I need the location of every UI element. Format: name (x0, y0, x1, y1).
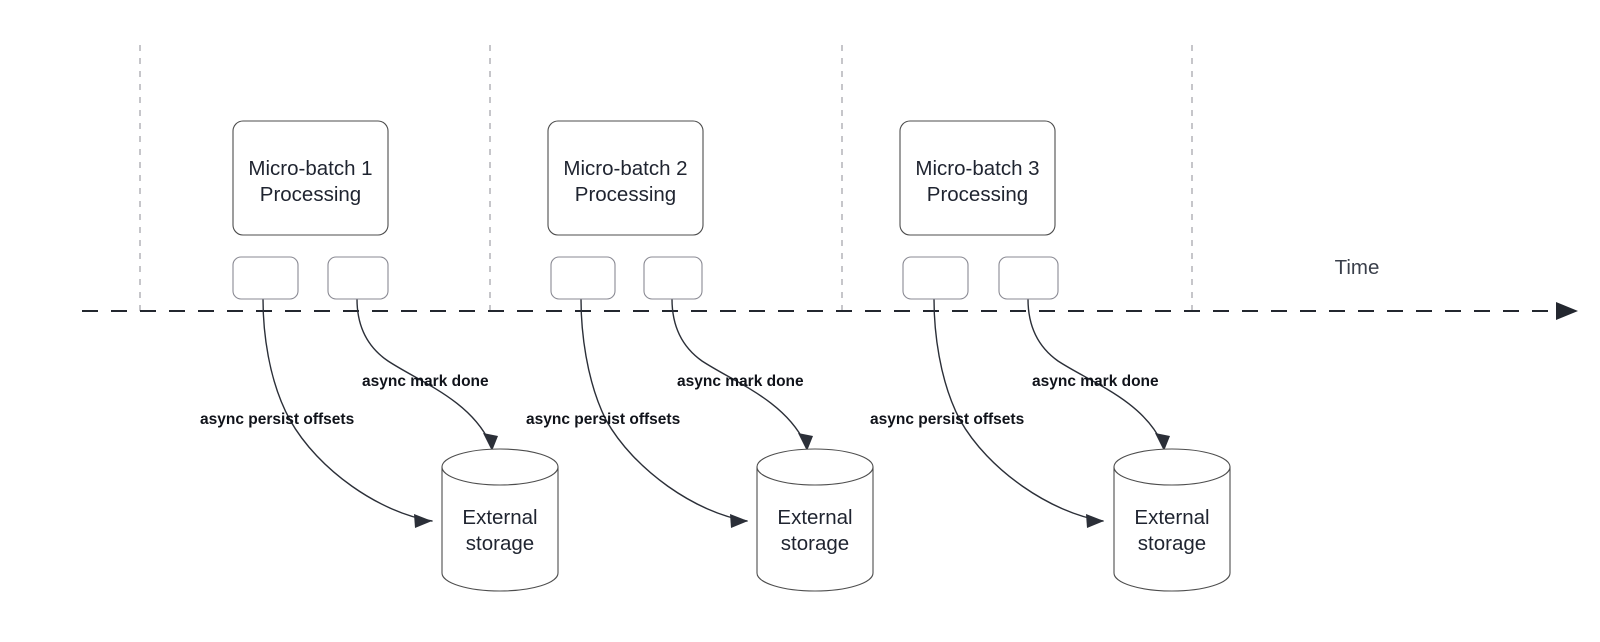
group-3-async-mark-done-label: async mark done (1032, 373, 1159, 390)
group-2-async-mark-done-curve (671, 298, 806, 444)
group-1-batch-label-line2: Processing (260, 183, 361, 206)
group-2-async-persist-offsets-curve (580, 298, 748, 522)
group-3-async-persist-offsets-curve (933, 298, 1104, 522)
group-1-batch-box[interactable] (232, 120, 389, 236)
group-2-storage-label-line1: External (777, 506, 852, 529)
time-axis (82, 302, 1578, 320)
group-3-batch-label-line1: Micro-batch 3 (915, 157, 1039, 180)
process-nodes (232, 120, 1231, 592)
group-1-mark-done-task-box[interactable] (327, 256, 389, 300)
group-1-storage-label-line2: storage (466, 532, 534, 555)
group-2-async-mark-done-label: async mark done (677, 373, 804, 390)
group-1-storage-cylinder-body[interactable] (441, 466, 559, 592)
group-1-storage-label-line1: External (462, 506, 537, 529)
group-1-async-persist-offsets-label: async persist offsets (200, 411, 354, 428)
group-1-async-mark-done-curve (356, 298, 491, 444)
group-3-async-persist-offsets-arrowhead (1086, 514, 1104, 528)
group-3-async-mark-done-curve (1027, 298, 1163, 444)
group-2-storage-cylinder-body[interactable] (756, 466, 874, 592)
group-2-batch-box[interactable] (547, 120, 704, 236)
group-2-async-persist-offsets-label: async persist offsets (526, 411, 680, 428)
group-3-storage-cylinder-top (1113, 448, 1231, 486)
group-2-persist-offsets-task-box[interactable] (550, 256, 616, 300)
async-flow-edges (262, 298, 1170, 528)
group-3-mark-done-task-box[interactable] (998, 256, 1059, 300)
group-1-batch-label-line1: Micro-batch 1 (248, 157, 372, 180)
diagram-labels: Time async persist offsets async mark done… (200, 157, 1379, 555)
group-1-persist-offsets-task-box[interactable] (232, 256, 299, 300)
group-3-storage-label-line2: storage (1138, 532, 1206, 555)
group-1-async-persist-offsets-arrowhead (414, 514, 432, 528)
group-3-storage-label-line1: External (1134, 506, 1209, 529)
group-2-batch-label-line1: Micro-batch 2 (563, 157, 687, 180)
group-3-batch-box[interactable] (899, 120, 1056, 236)
group-1-async-mark-done-arrowhead (483, 433, 498, 451)
group-3-async-persist-offsets-label: async persist offsets (870, 411, 1024, 428)
group-3-batch-label-line2: Processing (927, 183, 1028, 206)
group-2-async-persist-offsets-arrowhead (730, 514, 748, 528)
group-1-storage-cylinder-top (441, 448, 559, 486)
group-3-storage-cylinder-body[interactable] (1113, 466, 1231, 592)
time-axis-label: Time (1335, 256, 1380, 279)
group-2-mark-done-task-box[interactable] (643, 256, 703, 300)
group-3-persist-offsets-task-box[interactable] (902, 256, 969, 300)
group-1-async-persist-offsets-curve (262, 298, 433, 522)
group-2-storage-cylinder-top (756, 448, 874, 486)
group-2-batch-label-line2: Processing (575, 183, 676, 206)
group-2-storage-label-line2: storage (781, 532, 849, 555)
time-axis-arrowhead (1556, 302, 1578, 320)
group-2-async-mark-done-arrowhead (798, 433, 813, 451)
group-1-async-mark-done-label: async mark done (362, 373, 489, 390)
group-3-async-mark-done-arrowhead (1155, 433, 1170, 451)
